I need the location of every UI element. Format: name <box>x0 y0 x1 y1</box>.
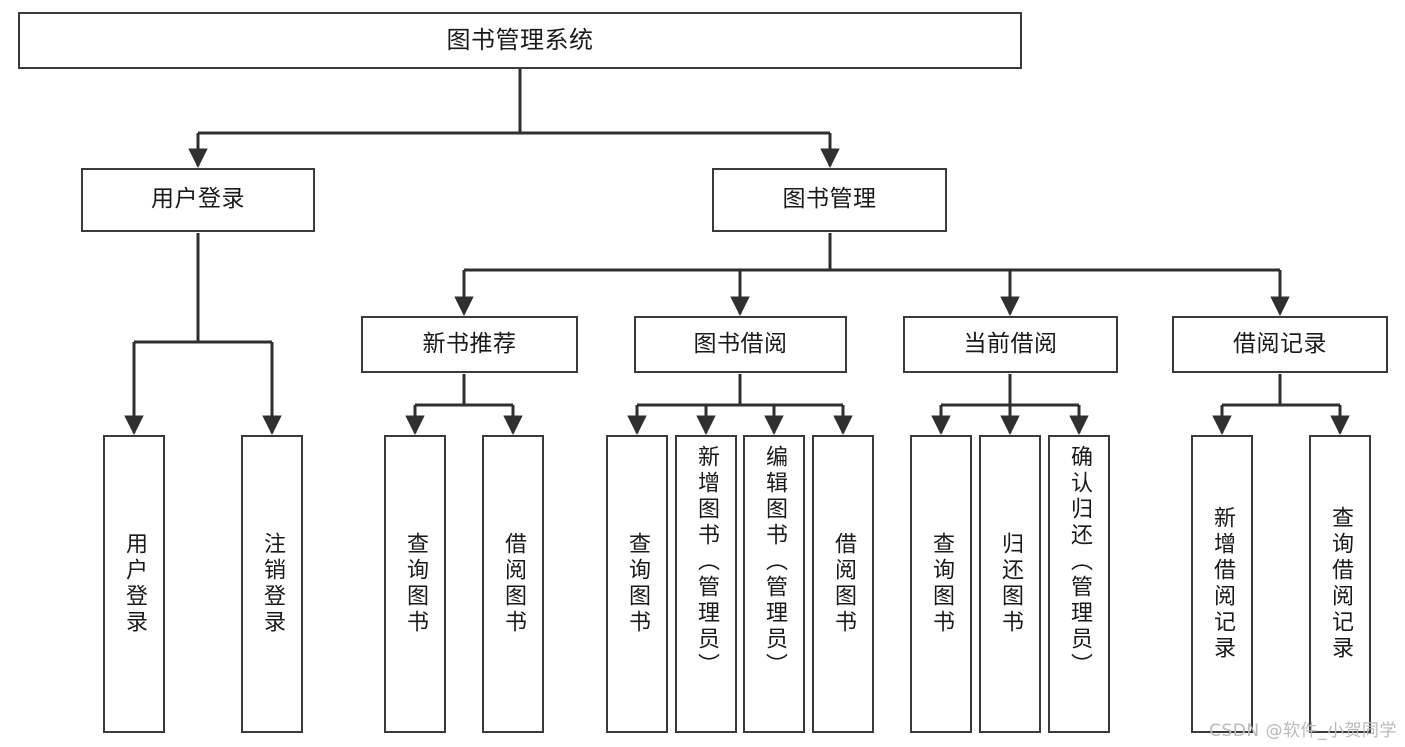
node-label: 确认归还（管理员） <box>1067 445 1092 679</box>
node-label: 归还图书 <box>998 532 1023 636</box>
leaf-confirm-return-admin[interactable]: 确认归还（管理员） <box>1048 435 1110 733</box>
leaf-return-book[interactable]: 归还图书 <box>979 435 1041 733</box>
csdn-watermark: CSDN @软件_小贺同学 <box>1209 721 1397 741</box>
node-new-book-recommend[interactable]: 新书推荐 <box>361 316 578 373</box>
node-label: 注销登录 <box>260 532 285 636</box>
node-label: 新书推荐 <box>422 330 517 357</box>
leaf-add-borrow-record[interactable]: 新增借阅记录 <box>1191 435 1253 733</box>
node-label: 查询借阅记录 <box>1328 506 1353 662</box>
node-label: 用户登录 <box>151 186 245 213</box>
node-label: 图书借阅 <box>693 330 788 357</box>
node-label: 借阅图书 <box>831 532 856 636</box>
node-label: 编辑图书（管理员） <box>762 445 787 679</box>
node-label: 当前借阅 <box>963 330 1058 357</box>
node-label: 用户登录 <box>122 532 147 636</box>
leaf-user-logout[interactable]: 注销登录 <box>241 435 303 733</box>
leaf-query-book-borrow[interactable]: 查询图书 <box>606 435 668 733</box>
node-label: 新增借阅记录 <box>1210 506 1235 662</box>
leaf-add-book-admin[interactable]: 新增图书（管理员） <box>675 435 737 733</box>
node-label: 图书管理 <box>782 186 877 213</box>
node-label: 查询图书 <box>403 532 428 636</box>
node-label: 查询图书 <box>929 532 954 636</box>
node-label: 查询图书 <box>625 532 650 636</box>
node-user-login[interactable]: 用户登录 <box>81 168 315 232</box>
leaf-edit-book-admin[interactable]: 编辑图书（管理员） <box>743 435 805 733</box>
node-borrow-record[interactable]: 借阅记录 <box>1172 316 1388 373</box>
leaf-borrow-book[interactable]: 借阅图书 <box>812 435 874 733</box>
node-label: 图书管理系统 <box>446 26 594 55</box>
node-label: 新增图书（管理员） <box>694 445 719 679</box>
leaf-query-borrow-record[interactable]: 查询借阅记录 <box>1309 435 1371 733</box>
node-root-system[interactable]: 图书管理系统 <box>18 12 1022 69</box>
node-label: 借阅记录 <box>1233 330 1327 357</box>
leaf-user-login[interactable]: 用户登录 <box>103 435 165 733</box>
node-book-borrow[interactable]: 图书借阅 <box>634 316 847 373</box>
node-book-manage[interactable]: 图书管理 <box>712 168 947 232</box>
node-current-borrow[interactable]: 当前借阅 <box>903 316 1118 373</box>
leaf-query-book-current[interactable]: 查询图书 <box>910 435 972 733</box>
node-label: 借阅图书 <box>501 532 526 636</box>
leaf-query-book-recommend[interactable]: 查询图书 <box>384 435 446 733</box>
leaf-borrow-book-recommend[interactable]: 借阅图书 <box>482 435 544 733</box>
